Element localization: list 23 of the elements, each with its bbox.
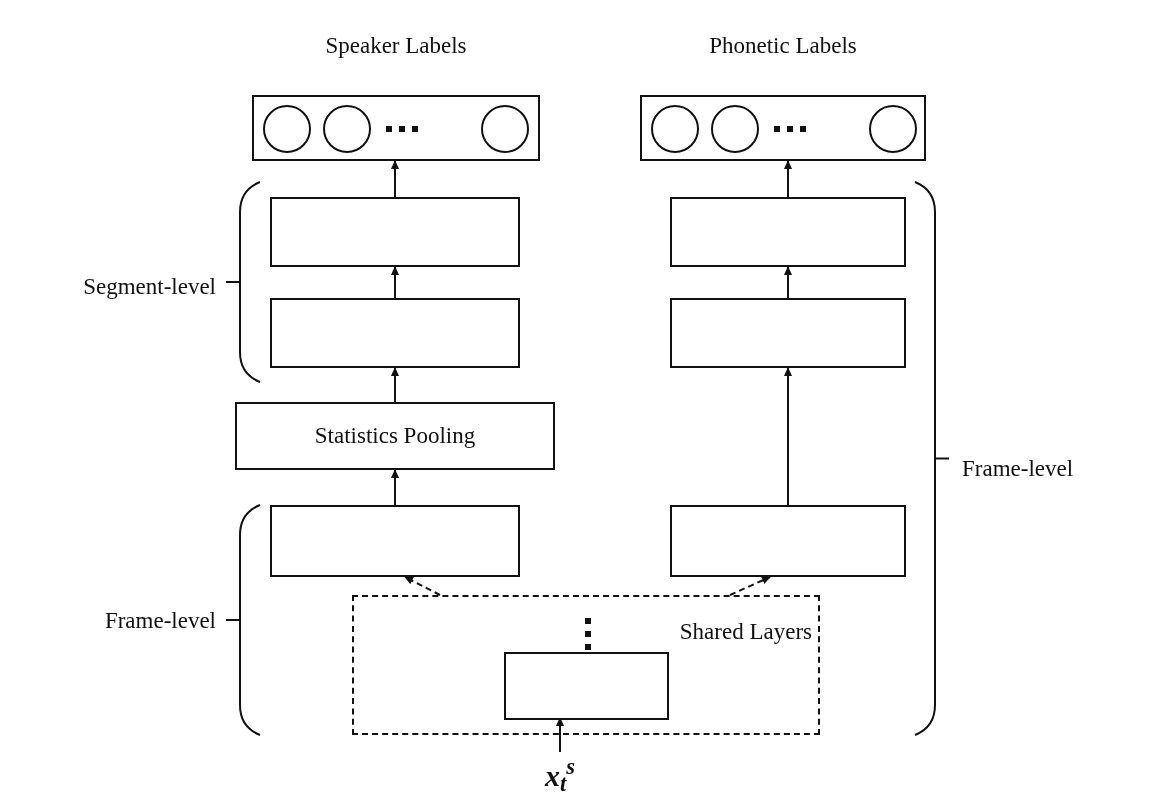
box-label: Statistics Pooling	[314, 421, 476, 450]
group-label: Shared Layers	[679, 618, 812, 646]
layer-box	[270, 197, 520, 267]
arrow	[784, 266, 792, 299]
layer-heading: Phonetic Labels	[708, 32, 858, 60]
layer-box	[270, 298, 520, 368]
arrow	[784, 367, 792, 506]
shared-layers-group	[352, 595, 820, 735]
layer-heading: Speaker Labels	[324, 32, 468, 60]
level-label: Frame-level	[962, 455, 1075, 483]
arrow	[391, 160, 399, 198]
arrow	[784, 160, 792, 198]
process-box	[235, 402, 555, 470]
layer-box	[504, 652, 669, 720]
level-label: Segment-level	[82, 273, 216, 301]
arrow	[391, 266, 399, 299]
layer-box	[670, 505, 906, 577]
arrow	[391, 367, 399, 403]
layer-box	[270, 505, 520, 577]
layer-box	[670, 298, 906, 368]
layer-box	[670, 197, 906, 267]
arrow	[391, 469, 399, 506]
level-label: Frame-level	[103, 607, 216, 635]
